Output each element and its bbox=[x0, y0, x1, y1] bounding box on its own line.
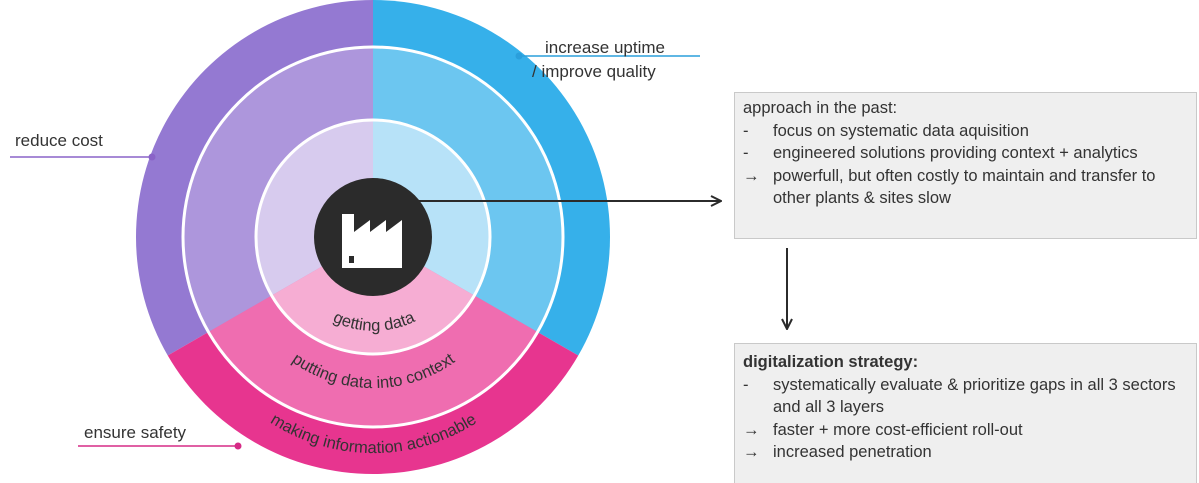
strategy-item-3: → increased penetration bbox=[743, 441, 1188, 464]
strategy-box: digitalization strategy: - systematicall… bbox=[734, 343, 1197, 483]
uptime-label-line1: increase uptime bbox=[545, 38, 666, 57]
strategy-item-1: - systematically evaluate & prioritize g… bbox=[743, 374, 1188, 419]
reduce-cost-dot bbox=[148, 153, 156, 161]
arrow-mark: → bbox=[743, 420, 760, 439]
past-item-text: engineered solutions providing context +… bbox=[773, 144, 1138, 162]
ring-divider-inner bbox=[254, 118, 492, 356]
strategy-heading: digitalization strategy: bbox=[743, 353, 919, 371]
past-item-text: focus on systematic data aquisition bbox=[773, 121, 1029, 140]
ensure-safety-dot bbox=[234, 442, 242, 450]
dash-mark: - bbox=[743, 375, 749, 394]
past-item-text: powerfull, but often costly to maintain … bbox=[773, 166, 1156, 208]
strategy-item-text: faster + more cost-efficient roll-out bbox=[773, 420, 1023, 439]
past-item-3: → powerfull, but often costly to maintai… bbox=[743, 165, 1188, 210]
past-item-2: - engineered solutions providing context… bbox=[743, 142, 1188, 165]
dash-mark: - bbox=[743, 144, 749, 162]
uptime-dot bbox=[515, 52, 523, 60]
reduce-cost-label: reduce cost bbox=[15, 131, 103, 150]
past-approach-heading: approach in the past: bbox=[743, 99, 898, 117]
dash-mark: - bbox=[743, 121, 749, 140]
ensure-safety-label: ensure safety bbox=[84, 423, 187, 442]
strategy-item-text: increased penetration bbox=[773, 443, 932, 461]
uptime-label-line2: / improve quality bbox=[532, 62, 656, 81]
past-item-1: - focus on systematic data aquisition bbox=[743, 120, 1188, 143]
arrow-mark: → bbox=[743, 443, 760, 461]
strategy-item-text: systematically evaluate & prioritize gap… bbox=[773, 375, 1176, 417]
past-approach-box: approach in the past: - focus on systema… bbox=[734, 92, 1197, 239]
factory-icon bbox=[342, 214, 402, 268]
arrow-mark: → bbox=[743, 166, 760, 185]
strategy-item-2: → faster + more cost-efficient roll-out bbox=[743, 419, 1188, 442]
ring-divider-middle bbox=[181, 45, 565, 429]
